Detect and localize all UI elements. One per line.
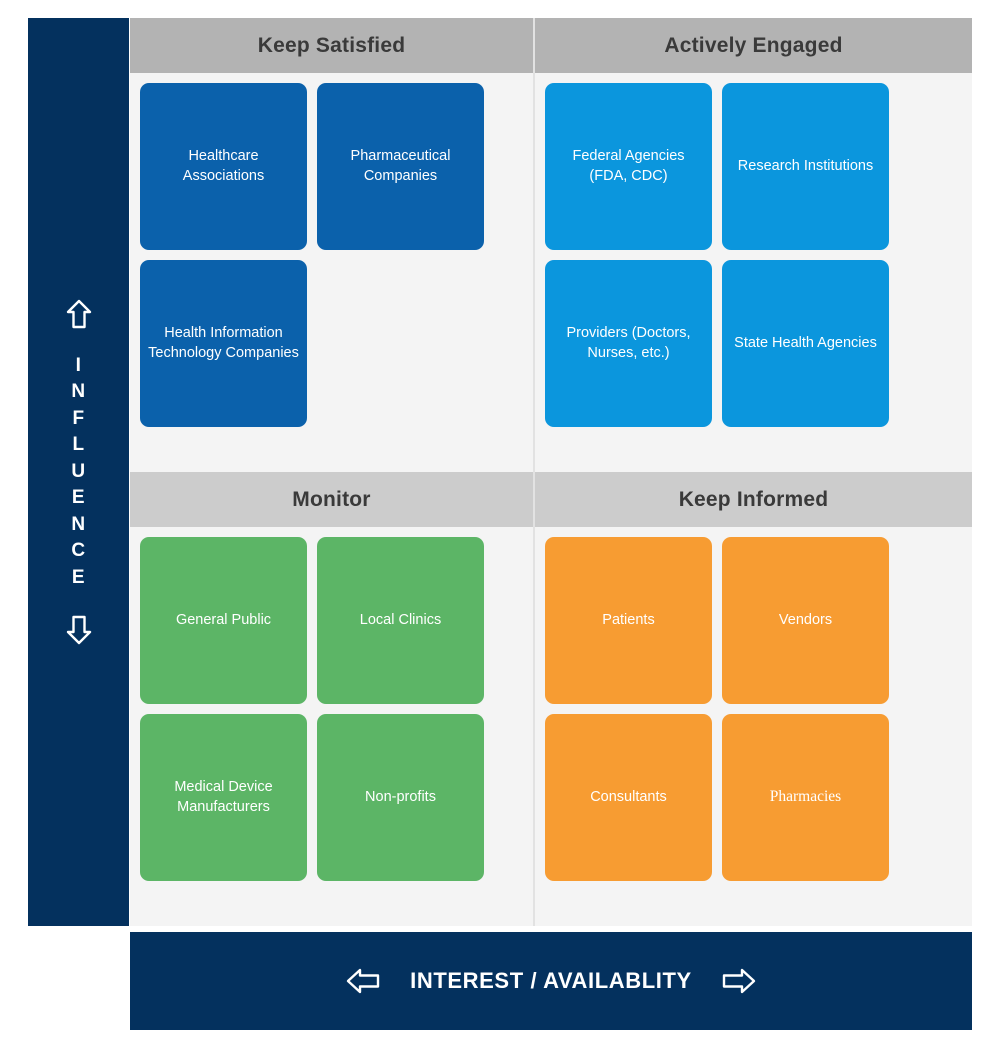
influence-letter: I: [75, 354, 82, 376]
influence-letter: F: [72, 407, 85, 429]
influence-letter: L: [72, 434, 85, 456]
stakeholder-card[interactable]: State Health Agencies: [722, 260, 889, 427]
arrow-left-icon: [346, 967, 380, 995]
influence-axis: I N F L U E N C E: [28, 18, 129, 926]
arrow-right-icon: [722, 967, 756, 995]
stakeholder-card[interactable]: Vendors: [722, 537, 889, 704]
influence-letter: N: [71, 381, 86, 403]
stakeholder-card[interactable]: Pharmaceutical Companies: [317, 83, 484, 250]
quadrant-title-monitor: Monitor: [130, 472, 533, 527]
arrow-up-icon: [66, 299, 92, 329]
quadrant-keep-satisfied: Keep Satisfied Healthcare Associations P…: [130, 18, 533, 472]
stakeholder-card[interactable]: Health Information Technology Companies: [140, 260, 307, 427]
influence-letter: C: [71, 540, 86, 562]
quadrant-keep-informed: Keep Informed Patients Vendors Consultan…: [533, 472, 972, 926]
interest-axis: INTEREST / AVAILABLITY: [130, 932, 972, 1030]
stakeholder-card[interactable]: Non-profits: [317, 714, 484, 881]
stakeholder-card[interactable]: Pharmacies: [722, 714, 889, 881]
quadrant-actively-engaged: Actively Engaged Federal Agencies (FDA, …: [533, 18, 972, 472]
stakeholder-card[interactable]: Local Clinics: [317, 537, 484, 704]
quadrant-title-keep-informed: Keep Informed: [535, 472, 972, 527]
interest-axis-label: INTEREST / AVAILABLITY: [410, 968, 692, 993]
stakeholder-card[interactable]: Research Institutions: [722, 83, 889, 250]
influence-letter: E: [71, 566, 86, 588]
stakeholder-card[interactable]: Providers (Doctors, Nurses, etc.): [545, 260, 712, 427]
quadrant-grid: Keep Satisfied Healthcare Associations P…: [130, 18, 972, 926]
quadrant-body-keep-informed: Patients Vendors Consultants Pharmacies: [535, 527, 972, 926]
stakeholder-card[interactable]: Consultants: [545, 714, 712, 881]
quadrant-body-keep-satisfied: Healthcare Associations Pharmaceutical C…: [130, 73, 533, 472]
influence-letter: U: [71, 460, 86, 482]
stakeholder-card[interactable]: Patients: [545, 537, 712, 704]
stakeholder-card[interactable]: Federal Agencies (FDA, CDC): [545, 83, 712, 250]
arrow-down-icon: [66, 615, 92, 645]
quadrant-body-monitor: General Public Local Clinics Medical Dev…: [130, 527, 533, 926]
stakeholder-card[interactable]: General Public: [140, 537, 307, 704]
stakeholder-card[interactable]: Medical Device Manufacturers: [140, 714, 307, 881]
influence-letter: N: [71, 513, 86, 535]
quadrant-title-keep-satisfied: Keep Satisfied: [130, 18, 533, 73]
quadrant-monitor: Monitor General Public Local Clinics Med…: [130, 472, 533, 926]
quadrant-title-actively-engaged: Actively Engaged: [535, 18, 972, 73]
quadrant-body-actively-engaged: Federal Agencies (FDA, CDC) Research Ins…: [535, 73, 972, 472]
influence-axis-label: I N F L U E N C E: [71, 353, 85, 592]
stakeholder-card[interactable]: Healthcare Associations: [140, 83, 307, 250]
influence-letter: E: [71, 487, 86, 509]
